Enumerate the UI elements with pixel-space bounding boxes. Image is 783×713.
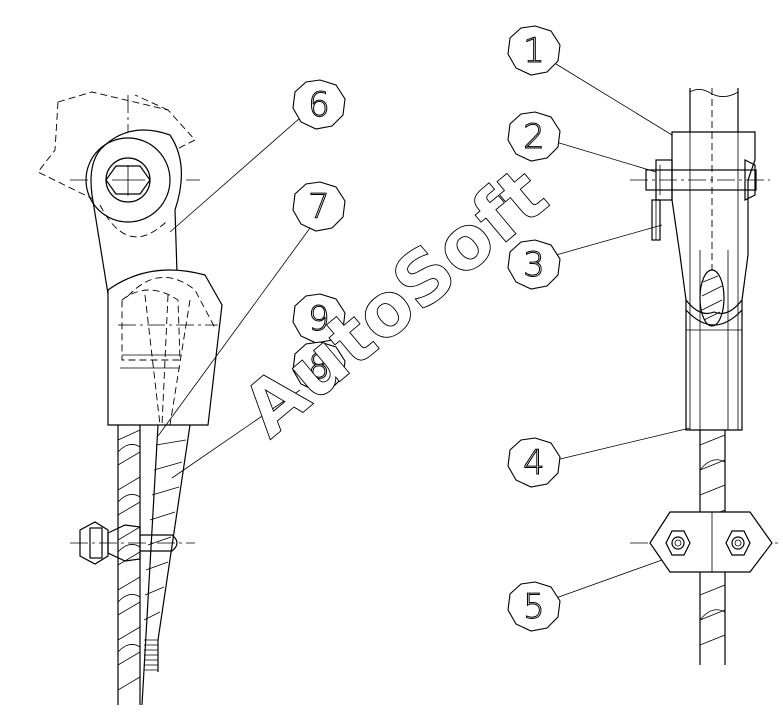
callout-5: 5 bbox=[507, 581, 561, 632]
socket-housing bbox=[107, 269, 223, 426]
callout-1: 1 bbox=[507, 25, 561, 76]
svg-text:7: 7 bbox=[308, 187, 330, 227]
callout-7: 7 bbox=[292, 181, 346, 232]
rope-clamp bbox=[630, 511, 778, 573]
left-assembly-view bbox=[37, 91, 223, 706]
svg-text:AutoSoft: AutoSoft bbox=[226, 151, 563, 453]
clevis-socket-body bbox=[671, 131, 756, 431]
hex-nut bbox=[105, 165, 151, 195]
cotter-pin bbox=[651, 199, 661, 241]
svg-text:1: 1 bbox=[523, 31, 545, 71]
callout-8: 8 bbox=[292, 341, 346, 392]
callout-4: 4 bbox=[507, 437, 561, 488]
svg-text:3: 3 bbox=[523, 245, 545, 285]
svg-text:4: 4 bbox=[523, 443, 545, 483]
callout-3: 3 bbox=[507, 239, 561, 290]
wedge bbox=[699, 269, 725, 327]
svg-text:5: 5 bbox=[523, 587, 545, 627]
watermark: AutoSoft bbox=[226, 151, 564, 454]
svg-text:2: 2 bbox=[523, 117, 545, 157]
callout-2: 2 bbox=[507, 111, 561, 162]
svg-text:6: 6 bbox=[308, 85, 330, 125]
callout-balloons: 1 2 3 4 5 6 7 9 bbox=[292, 25, 561, 632]
clip-nut bbox=[79, 521, 109, 565]
callout-9: 9 bbox=[292, 293, 346, 344]
svg-text:8: 8 bbox=[308, 347, 330, 387]
wire-rope-dead-end bbox=[141, 424, 191, 706]
pin-boss bbox=[85, 137, 171, 223]
right-assembly-view bbox=[630, 88, 778, 665]
leader-lines bbox=[157, 63, 691, 599]
rope-clip-bolt bbox=[70, 521, 195, 565]
callout-6: 6 bbox=[292, 79, 346, 130]
clevis-pin bbox=[630, 159, 770, 201]
wire-rope-left bbox=[117, 425, 141, 705]
svg-text:9: 9 bbox=[308, 299, 330, 339]
